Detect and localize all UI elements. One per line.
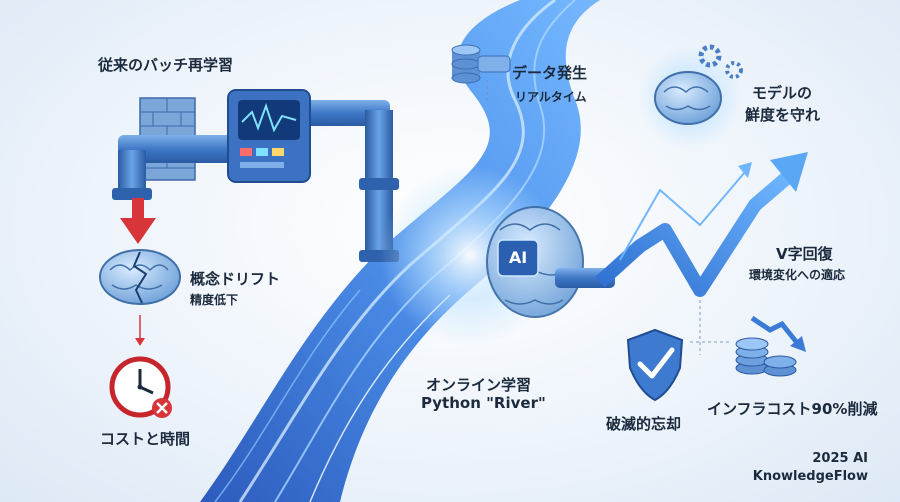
arrow-down-icon bbox=[120, 198, 156, 244]
model-freshness-label-1: モデルの bbox=[752, 84, 813, 102]
credit-line-2: KnowledgeFlow bbox=[752, 469, 868, 484]
clock-icon bbox=[109, 356, 171, 418]
brain-gear-icon bbox=[638, 44, 743, 150]
ai-chip-label: AI bbox=[508, 248, 528, 267]
database-icon bbox=[451, 44, 511, 100]
online-learning-label: オンライン学習 bbox=[426, 376, 532, 394]
realtime-label: リアルタイム bbox=[515, 90, 587, 104]
batch-server-icon bbox=[227, 89, 311, 183]
coins-decrease-icon bbox=[735, 315, 806, 377]
ai-brain-icon bbox=[486, 206, 584, 318]
python-river-label: Python "River" bbox=[421, 394, 546, 412]
data-generation-label: データ発生 bbox=[512, 64, 588, 82]
credit-line-1: 2025 AI bbox=[812, 451, 868, 466]
model-freshness-label-2: 鮮度を守れ bbox=[745, 106, 821, 124]
v-recovery-label: V字回復 bbox=[776, 245, 833, 263]
v-recovery-arrow-icon bbox=[595, 152, 808, 355]
connector-arrow bbox=[135, 338, 145, 346]
catastrophic-forgetting-label: 破滅的忘却 bbox=[606, 415, 682, 433]
cost-time-label: コストと時間 bbox=[100, 430, 191, 448]
shield-check-icon bbox=[626, 328, 684, 402]
env-adaptation-label: 環境変化への適応 bbox=[749, 268, 846, 282]
infra-cost-cut-label: インフラコスト90%削減 bbox=[707, 400, 878, 418]
cracked-brain-icon bbox=[99, 249, 181, 305]
cancel-icon bbox=[152, 398, 172, 418]
accuracy-drop-label: 精度低下 bbox=[190, 293, 239, 307]
batch-retrain-label: 従来のバッチ再学習 bbox=[98, 56, 234, 74]
concept-drift-label: 概念ドリフト bbox=[190, 270, 281, 288]
